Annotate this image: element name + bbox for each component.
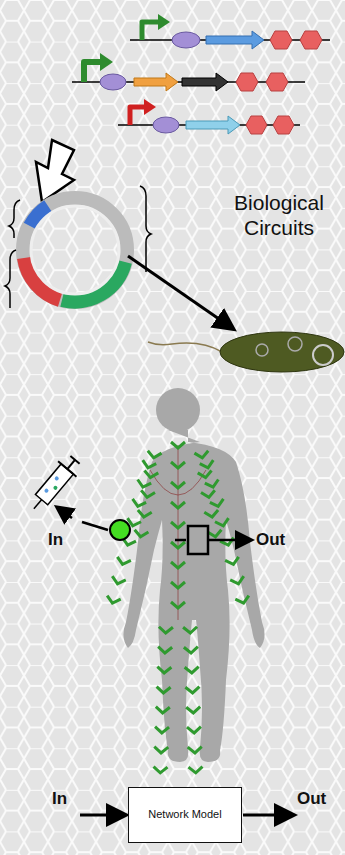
text-label: In (48, 530, 63, 550)
plasmid (5, 186, 151, 308)
injection (25, 452, 250, 554)
input-arrow (80, 814, 124, 817)
node-text: Network Model (148, 808, 221, 822)
text-label: Biological Circuits (218, 190, 340, 240)
human-body (123, 388, 264, 762)
text-label: Out (256, 530, 285, 550)
process-box: Network Model (128, 787, 242, 843)
text-label: Out (297, 789, 326, 809)
transform-arrow (128, 256, 232, 328)
flow-chevrons (107, 442, 249, 773)
output-arrow (243, 814, 292, 817)
bacterium (148, 332, 344, 372)
text-label: In (52, 789, 67, 809)
gene-circuits (72, 14, 330, 134)
